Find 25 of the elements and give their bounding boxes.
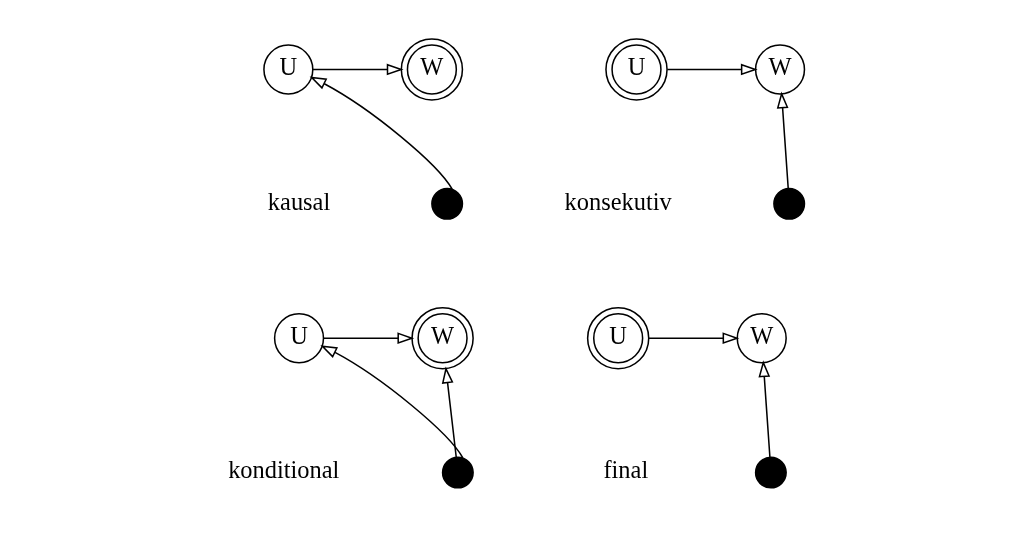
arrow: [647, 332, 739, 345]
node-circle: W: [754, 44, 805, 95]
node-circle: [772, 187, 805, 220]
node-circle: [754, 456, 787, 489]
node-circle: W: [410, 306, 474, 370]
node-circle: U: [604, 38, 668, 101]
node-circle: [441, 456, 474, 489]
arrow: [757, 360, 771, 459]
arrow: [776, 91, 789, 190]
label: konditional: [227, 456, 339, 484]
node-circle: [430, 187, 463, 220]
node-circle: U: [262, 44, 314, 95]
arrow: [319, 345, 464, 459]
label: konsekutiv: [564, 187, 672, 215]
arrow: [441, 366, 457, 459]
node-circle: W: [736, 313, 787, 364]
node-circle: W: [400, 38, 463, 101]
arrow: [311, 63, 404, 76]
arrow: [666, 63, 758, 76]
node-circle: U: [273, 313, 324, 364]
arrow: [309, 76, 453, 190]
node-circle: U: [586, 306, 649, 370]
label: final: [602, 456, 648, 484]
arrow: [322, 332, 414, 345]
label: kausal: [267, 187, 330, 215]
